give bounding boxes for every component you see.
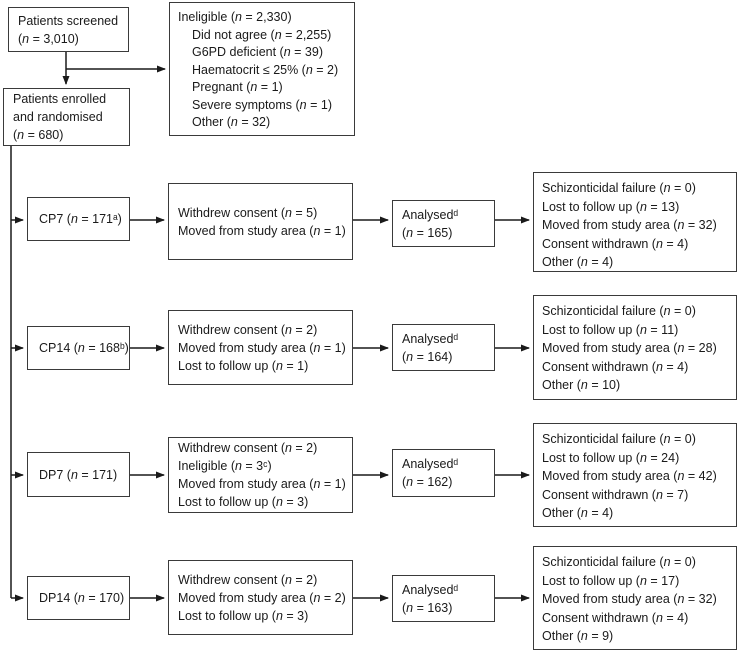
screened-box: Patients screened (n = 3,010) [8, 7, 129, 52]
analysed-text-cp7: Analysedᵈ (n = 165) [402, 207, 459, 240]
arm-label-cp7: CP7 (n = 171ᵃ) [39, 212, 122, 226]
arm-box-dp7: DP7 (n = 171) [27, 452, 130, 497]
outcomes-text-cp14: Schizonticidal failure (n = 0) Lost to f… [542, 304, 717, 393]
arm-box-cp14: CP14 (n = 168ᵇ) [27, 326, 130, 370]
ineligible-title: Ineligible (n = 2,330) [178, 10, 292, 24]
analysed-text-dp14: Analysedᵈ (n = 163) [402, 582, 459, 615]
analysed-box-dp14: Analysedᵈ (n = 163) [392, 575, 495, 622]
enrolled-box: Patients enrolled and randomised (n = 68… [3, 88, 130, 146]
outcomes-box-dp14: Schizonticidal failure (n = 0) Lost to f… [533, 546, 737, 650]
ineligible-item: G6PD deficient (n = 39) [192, 45, 323, 59]
ineligible-item: Did not agree (n = 2,255) [192, 27, 332, 42]
analysed-box-cp7: Analysedᵈ (n = 165) [392, 200, 495, 247]
outcomes-text-dp7: Schizonticidal failure (n = 0) Lost to f… [542, 432, 717, 521]
analysed-text-cp14: Analysedᵈ (n = 164) [402, 331, 459, 364]
screened-text: Patients screened (n = 3,010) [18, 13, 119, 46]
exclusions-text-cp14: Withdrew consent (n = 2) Moved from stud… [178, 322, 346, 373]
outcomes-box-cp7: Schizonticidal failure (n = 0) Lost to f… [533, 172, 737, 272]
arm-label-dp7: DP7 (n = 171) [39, 467, 118, 482]
exclusions-box-cp14: Withdrew consent (n = 2) Moved from stud… [168, 310, 353, 385]
outcomes-text-cp7: Schizonticidal failure (n = 0) Lost to f… [542, 181, 717, 270]
exclusions-box-dp7: Withdrew consent (n = 2) Ineligible (n =… [168, 437, 353, 513]
arm-label-dp14: DP14 (n = 170) [39, 591, 125, 605]
exclusions-box-cp7: Withdrew consent (n = 5) Moved from stud… [168, 183, 353, 260]
exclusions-text-cp7: Withdrew consent (n = 5) Moved from stud… [178, 205, 346, 238]
exclusions-text-dp7: Withdrew consent (n = 2) Ineligible (n =… [178, 441, 346, 509]
ineligible-item: Severe symptoms (n = 1) [192, 97, 332, 112]
exclusions-box-dp14: Withdrew consent (n = 2) Moved from stud… [168, 560, 353, 635]
arm-label-cp14: CP14 (n = 168ᵇ) [39, 341, 129, 355]
analysed-text-dp7: Analysedᵈ (n = 162) [402, 457, 459, 489]
enrolled-text: Patients enrolled and randomised (n = 68… [13, 92, 107, 142]
analysed-box-dp7: Analysedᵈ (n = 162) [392, 449, 495, 497]
ineligible-box: Ineligible (n = 2,330) Did not agree (n … [169, 2, 355, 136]
ineligible-item: Haematocrit ≤ 25% (n = 2) [192, 62, 339, 77]
outcomes-box-cp14: Schizonticidal failure (n = 0) Lost to f… [533, 295, 737, 400]
analysed-box-cp14: Analysedᵈ (n = 164) [392, 324, 495, 371]
ineligible-item: Other (n = 32) [192, 115, 271, 129]
ineligible-item: Pregnant (n = 1) [192, 80, 283, 94]
outcomes-box-dp7: Schizonticidal failure (n = 0) Lost to f… [533, 423, 737, 527]
arm-box-cp7: CP7 (n = 171ᵃ) [27, 197, 130, 241]
outcomes-text-dp14: Schizonticidal failure (n = 0) Lost to f… [542, 555, 717, 644]
exclusions-text-dp14: Withdrew consent (n = 2) Moved from stud… [178, 572, 346, 623]
arm-box-dp14: DP14 (n = 170) [27, 576, 130, 620]
